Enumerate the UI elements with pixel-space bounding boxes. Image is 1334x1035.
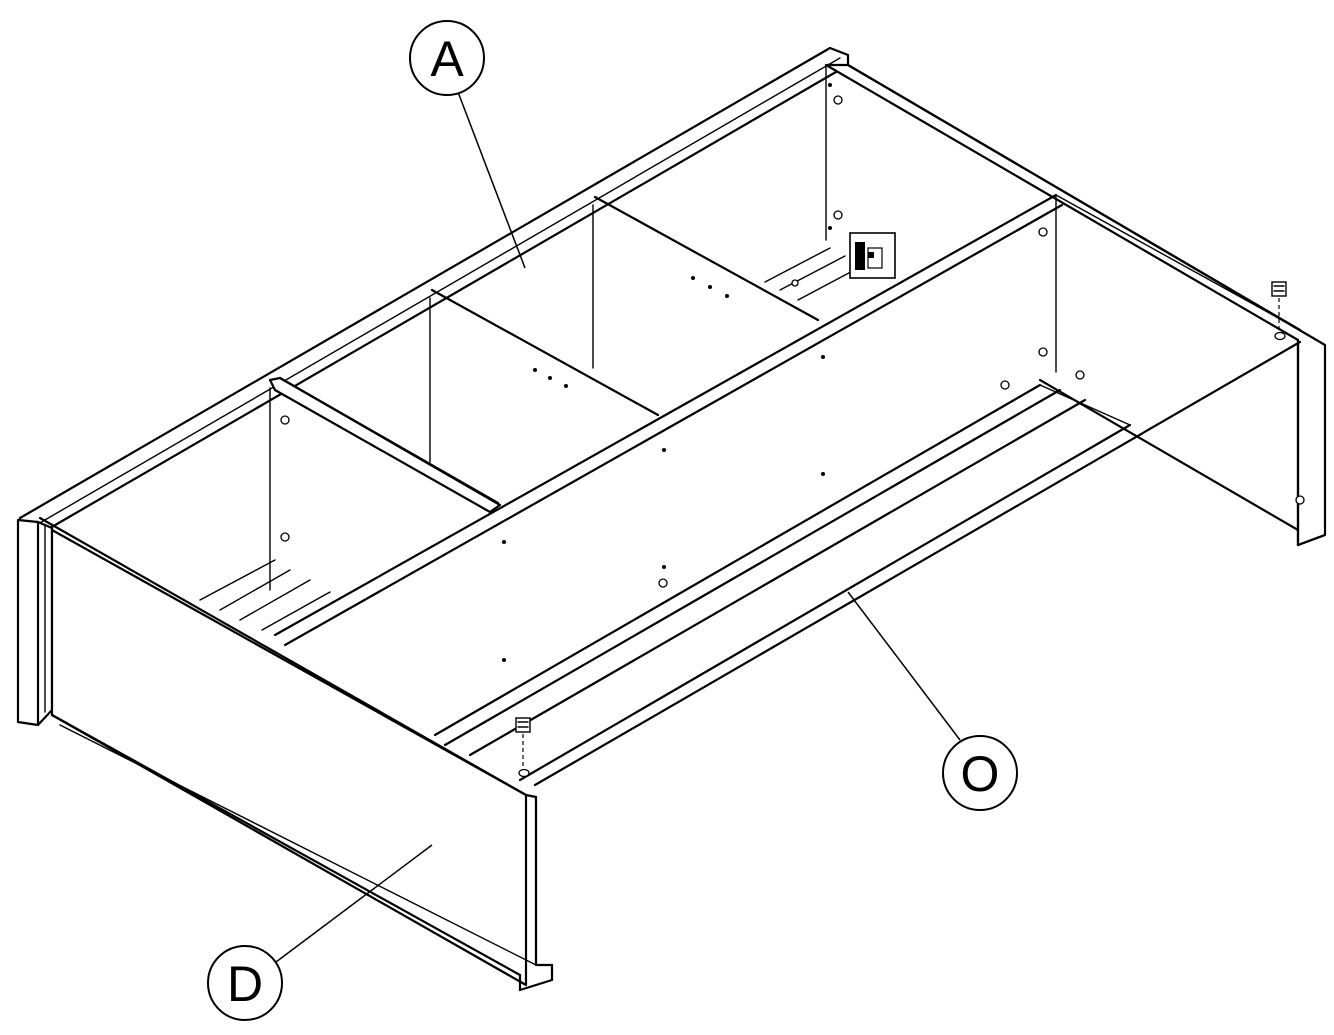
hardware	[515, 232, 1287, 778]
callout-a-letter: A	[430, 31, 464, 87]
right-end-panel	[824, 63, 1327, 547]
callout-o-letter: O	[961, 746, 1000, 802]
leader-o	[847, 591, 961, 741]
callout-d: D	[207, 945, 283, 1021]
leader-a	[457, 91, 526, 269]
callout-a: A	[409, 20, 485, 96]
bottom-rail-o	[199, 247, 1302, 787]
leader-lines	[267, 91, 961, 969]
cam-connector-left-icon	[515, 717, 531, 778]
leader-d	[267, 844, 433, 969]
divider-panels	[268, 195, 820, 591]
callout-o: O	[942, 735, 1018, 811]
cam-connector-right-icon	[1271, 281, 1287, 341]
callout-d-letter: D	[227, 956, 263, 1012]
front-panel-d	[50, 528, 554, 992]
left-end-panel	[16, 518, 54, 727]
